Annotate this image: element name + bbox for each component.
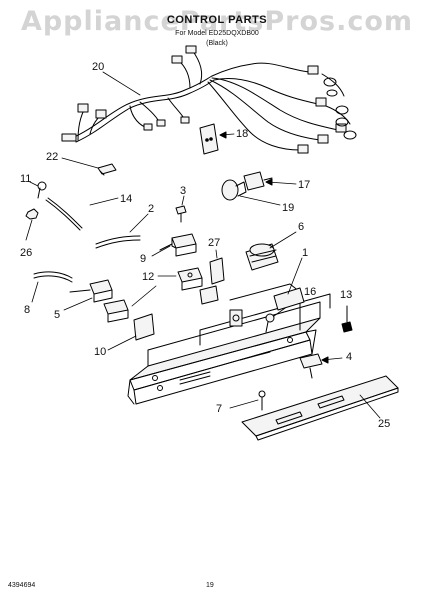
callout-12[interactable]: 12: [142, 271, 155, 283]
label-part-27[interactable]: [209, 257, 225, 285]
callout-25[interactable]: 25: [378, 418, 391, 430]
thermostat-part-6[interactable]: [245, 243, 279, 271]
card-part-12b: [199, 285, 219, 305]
callout-6[interactable]: 6: [298, 221, 305, 233]
watermark-text: AppliancePartsPros.com: [20, 6, 414, 37]
card-part-10[interactable]: [133, 313, 155, 341]
light-bulb-part-19[interactable]: [221, 179, 247, 201]
switch-part-5[interactable]: [69, 279, 113, 303]
switch-part-9[interactable]: [159, 233, 197, 257]
callout-4[interactable]: 4: [346, 351, 353, 363]
callout-8[interactable]: 8: [24, 304, 31, 316]
callout-14[interactable]: 14: [120, 193, 133, 205]
diagram-subtitle: For Model ED25DQXDB00: [175, 30, 259, 37]
bracket-part-1[interactable]: [273, 287, 305, 311]
bolt-part-3[interactable]: [175, 205, 187, 223]
page-number: 19: [206, 582, 214, 589]
clip-part-22[interactable]: [97, 163, 117, 176]
diagram-title: CONTROL PARTS: [166, 14, 268, 26]
clip-part-4[interactable]: [299, 353, 323, 379]
wire-part-14[interactable]: [45, 197, 83, 231]
callout-1[interactable]: 1: [302, 247, 309, 259]
wiring-harness[interactable]: [61, 45, 357, 154]
screw-part-11[interactable]: [37, 181, 47, 199]
callout-9[interactable]: 9: [140, 253, 147, 265]
callout-19[interactable]: 19: [282, 202, 295, 214]
lamp-socket-part-17[interactable]: [243, 171, 273, 191]
leader-line-20: [102, 71, 141, 96]
screw-part-16[interactable]: [265, 313, 275, 333]
tube-part-2[interactable]: [95, 235, 141, 249]
callout-17[interactable]: 17: [298, 179, 311, 191]
callout-13[interactable]: 13: [340, 289, 353, 301]
control-housing-channel[interactable]: [127, 283, 331, 405]
screw-part-7[interactable]: [258, 390, 266, 411]
callout-2[interactable]: 2: [148, 203, 155, 215]
callout-27[interactable]: 27: [208, 237, 221, 249]
screw-part-13[interactable]: [341, 305, 353, 333]
callout-16[interactable]: 16: [304, 286, 317, 298]
plug-part-18[interactable]: [199, 123, 219, 155]
callout-5[interactable]: 5: [54, 309, 61, 321]
callout-7[interactable]: 7: [216, 403, 223, 415]
diagram-note: (Black): [206, 40, 228, 47]
callout-20[interactable]: 20: [92, 61, 105, 73]
switch-part-12[interactable]: [177, 267, 203, 291]
tube-part-8[interactable]: [33, 271, 73, 283]
switch-part-12-lower[interactable]: [103, 299, 129, 323]
callout-26[interactable]: 26: [20, 247, 33, 259]
callout-18[interactable]: 18: [236, 128, 249, 140]
callout-10[interactable]: 10: [94, 346, 107, 358]
callout-22[interactable]: 22: [46, 151, 59, 163]
callout-3[interactable]: 3: [180, 185, 187, 197]
nut-part-26[interactable]: [25, 208, 39, 220]
callout-11[interactable]: 11: [20, 173, 32, 185]
front-panel-part-25[interactable]: [241, 375, 399, 441]
document-code: 4394694: [8, 582, 36, 589]
